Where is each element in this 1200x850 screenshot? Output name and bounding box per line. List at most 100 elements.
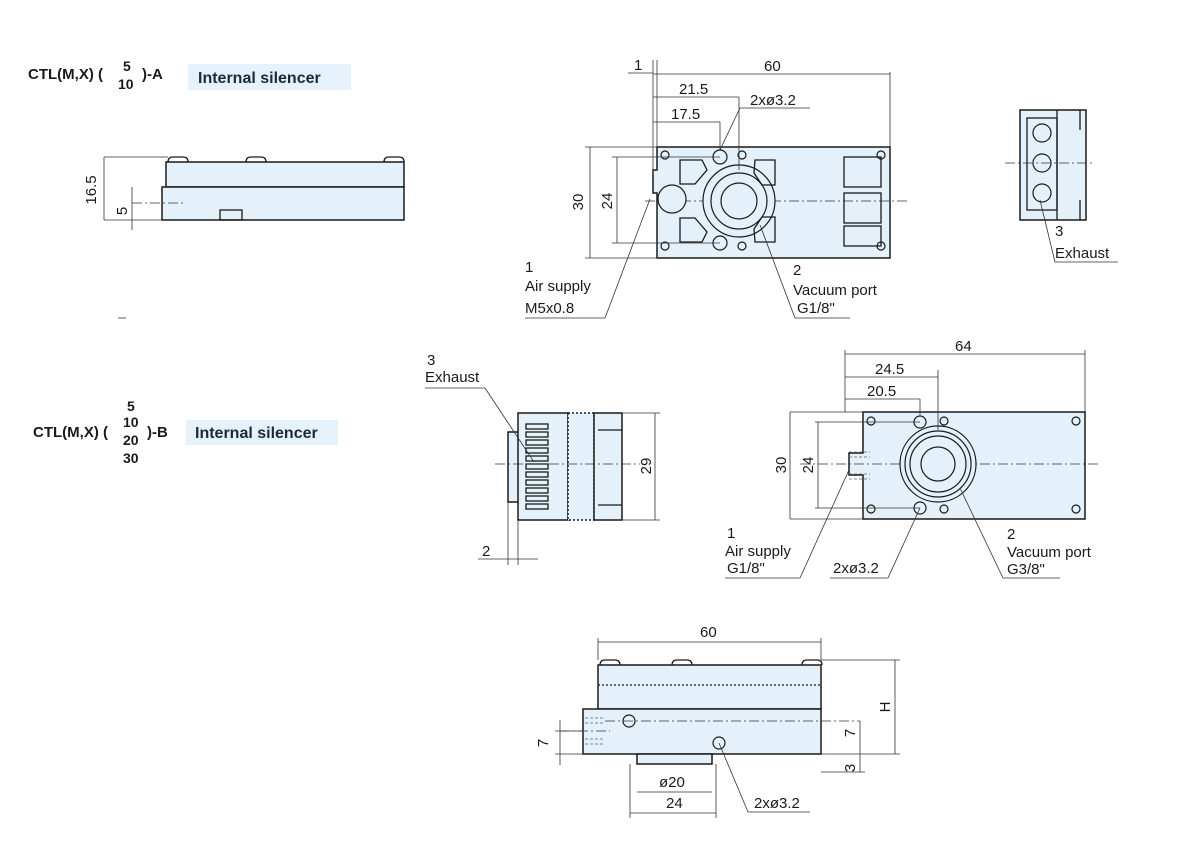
top-view-a-hole-x-label: 17.5 xyxy=(671,106,700,123)
front-view-right-offset-label: 7 xyxy=(842,729,859,737)
top-view-b-port-bore xyxy=(920,446,956,482)
vacuum-a-number: 2 xyxy=(793,262,801,279)
exhaust-a-number: 3 xyxy=(1055,223,1063,240)
side-view-notch xyxy=(219,209,243,221)
side-view-cap-2 xyxy=(245,156,267,163)
variant-a-silencer-badge xyxy=(188,64,351,90)
top-view-a-pocket-1 xyxy=(679,159,708,185)
variant-b-end-view: 29 2 3 Exhaust xyxy=(425,352,660,565)
variant-b-air-supply-callout: 1 Air supply G1/8" xyxy=(725,469,850,579)
top-view-a-corner-hole-1 xyxy=(660,150,670,160)
top-view-a-corner-hole-3 xyxy=(660,241,670,251)
vacuum-b-number: 2 xyxy=(1007,526,1015,543)
variant-a-silencer-label: Internal silencer xyxy=(198,70,321,87)
side-view-offset-label: 5 xyxy=(114,207,131,215)
side-view-cap-3 xyxy=(383,156,405,163)
front-view-left-offset-label: 7 xyxy=(535,739,552,747)
variant-b-size-1: 5 xyxy=(127,398,135,414)
variant-b-model-suffix: )-B xyxy=(147,424,168,441)
front-view-boss-position-label: 24 xyxy=(666,795,683,812)
top-view-b-hole-x-label: 20.5 xyxy=(867,383,896,400)
air-supply-a-thread: M5x0.8 xyxy=(525,300,574,317)
top-view-a-silencer-slot-2 xyxy=(843,192,882,224)
variant-b-title: CTL(M,X) ( 5 10 20 30 )-B Internal silen… xyxy=(33,398,338,466)
front-view-mount-holes-label: 2xø3.2 xyxy=(754,795,800,812)
vacuum-b-name: Vacuum port xyxy=(1007,544,1092,561)
front-view-lower-body xyxy=(582,708,822,755)
air-supply-b-leader xyxy=(799,469,850,579)
variant-b-top-view: 64 24.5 20.5 30 24 xyxy=(773,338,1100,520)
variant-a-vacuum-callout: 2 Vacuum port G1/8" xyxy=(759,224,878,319)
variant-a-title: CTL(M,X) ( 5 10 )-A Internal silencer xyxy=(28,58,351,92)
top-view-a-silencer-slot-1 xyxy=(843,156,882,188)
top-view-b-corner-hole-3 xyxy=(866,504,876,514)
variant-a-size-top: 5 xyxy=(123,58,131,74)
top-view-b-length-label: 64 xyxy=(955,338,972,355)
variant-b-silencer-badge xyxy=(186,420,338,445)
front-view-cap-3 xyxy=(801,659,823,666)
variant-a-model-suffix: )-A xyxy=(142,66,163,83)
top-view-a-corner-hole-6 xyxy=(737,241,747,251)
end-view-b-silencer-body xyxy=(517,412,569,521)
top-view-a-pocket-3 xyxy=(753,159,776,186)
variant-b-mount-holes-callout: 2xø3.2 xyxy=(830,507,921,579)
top-view-a-port-x-label: 21.5 xyxy=(679,81,708,98)
end-view-b-offset-label: 2 xyxy=(482,543,490,560)
end-view-a-silencer xyxy=(1026,117,1058,211)
front-view-upper-body xyxy=(597,664,822,710)
top-view-a-pitch-label: 24 xyxy=(599,193,616,210)
end-view-b-right-body xyxy=(593,412,623,521)
variant-a-size-bottom: 10 xyxy=(118,76,134,92)
top-view-b-corner-hole-6 xyxy=(939,504,949,514)
variant-b-model-prefix: CTL(M,X) ( xyxy=(33,424,108,441)
exhaust-b-number: 3 xyxy=(427,352,435,369)
front-view-height-label: H xyxy=(877,702,894,713)
variant-b-vacuum-callout: 2 Vacuum port G3/8" xyxy=(959,487,1092,579)
variant-a-side-view: 16.5 5 xyxy=(83,156,405,319)
top-view-b-corner-hole-4 xyxy=(1071,504,1081,514)
air-supply-b-number: 1 xyxy=(727,525,735,542)
top-view-b-port-x-label: 24.5 xyxy=(875,361,904,378)
end-view-b-slots xyxy=(525,423,549,510)
air-supply-a-number: 1 xyxy=(525,259,533,276)
variant-a-end-view: 3 Exhaust xyxy=(1005,109,1118,263)
side-view-height-label: 16.5 xyxy=(83,175,100,204)
end-view-a-port-1 xyxy=(1032,123,1052,143)
variant-a-top-view: 60 1 21.5 17.5 2xø3.2 30 24 xyxy=(570,57,910,259)
top-view-b-corner-hole-1 xyxy=(866,416,876,426)
top-view-a-pocket-2 xyxy=(679,217,708,243)
top-view-a-mount-holes-label: 2xø3.2 xyxy=(750,92,796,109)
air-supply-b-name: Air supply xyxy=(725,543,791,560)
top-view-b-corner-hole-5 xyxy=(939,416,949,426)
side-view-upper-body xyxy=(165,161,405,188)
top-view-a-corner-hole-5 xyxy=(737,150,747,160)
side-view-cap-1 xyxy=(167,156,189,163)
variant-b-size-2: 10 xyxy=(123,414,139,430)
mount-holes-b-label: 2xø3.2 xyxy=(833,560,879,577)
end-view-a-port-3 xyxy=(1032,183,1052,203)
vacuum-b-thread: G3/8" xyxy=(1007,561,1045,578)
side-view-lower-body xyxy=(161,186,405,221)
variant-b-size-4: 30 xyxy=(123,450,139,466)
top-view-a-edge-offset-label: 1 xyxy=(634,57,642,74)
front-view-bottom-offset-label: 3 xyxy=(842,764,859,772)
vacuum-a-name: Vacuum port xyxy=(793,282,878,299)
exhaust-a-name: Exhaust xyxy=(1055,245,1110,262)
front-view: 60 H 7 3 7 ø20 24 2xø3.2 xyxy=(535,624,900,818)
vacuum-a-thread: G1/8" xyxy=(797,300,835,317)
vacuum-b-leader xyxy=(959,487,1004,579)
exhaust-b-leader xyxy=(484,387,535,463)
end-view-b-height-label: 29 xyxy=(638,458,655,475)
front-view-cap-1 xyxy=(599,659,621,666)
top-view-b-width-label: 30 xyxy=(773,457,790,474)
top-view-a-port-bore xyxy=(720,182,758,220)
front-view-length-label: 60 xyxy=(700,624,717,641)
top-view-a-leader-holes xyxy=(719,107,741,151)
mount-holes-b-leader xyxy=(887,507,921,579)
top-view-b-pitch-label: 24 xyxy=(800,457,817,474)
air-supply-a-leader xyxy=(604,198,651,319)
front-view-cap-2 xyxy=(671,659,693,666)
variant-b-silencer-label: Internal silencer xyxy=(195,425,318,442)
variant-a-air-supply-callout: 1 Air supply M5x0.8 xyxy=(525,198,651,319)
